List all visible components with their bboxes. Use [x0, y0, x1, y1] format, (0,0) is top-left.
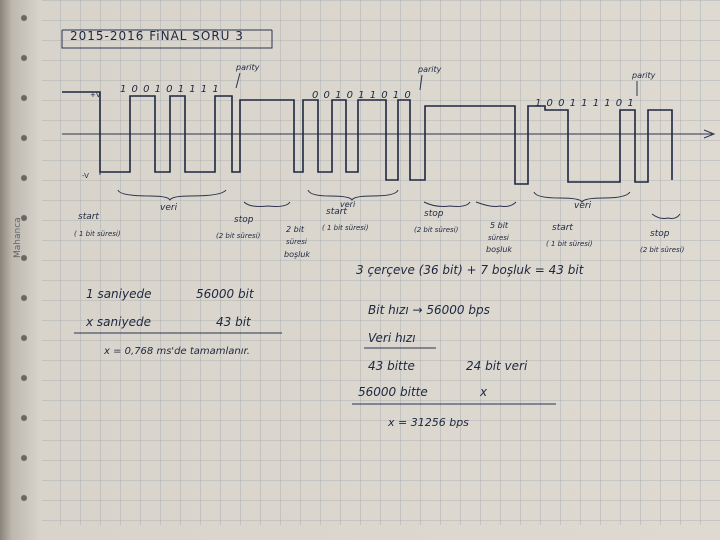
frame2-parity-arrow [419, 74, 423, 91]
stop2-annotation: stop (2 bit süresi) [414, 209, 459, 234]
gap2-line1: 2 bit [286, 225, 305, 234]
start2-annotation: start ( 1 bit süresi) [322, 207, 369, 232]
gap5-line3: boşluk [486, 245, 512, 254]
gap5-line1: 5 bit [490, 221, 509, 230]
spiral-holes [21, 15, 27, 501]
frame3-bits: 1 0 0 1 1 1 1 0 1 [535, 98, 635, 109]
frame1-parity-arrow [235, 72, 241, 89]
stop3-annotation: stop (2 bit süresi) [640, 229, 685, 254]
data-rate-title: Veri hızı [368, 331, 416, 345]
stop3-label: stop [650, 229, 670, 239]
start3-duration: ( 1 bit süresi) [546, 240, 593, 248]
right-row2-right: x [479, 385, 488, 399]
frame-summary: 3 çerçeve (36 bit) + 7 boşluk = 43 bit [356, 263, 585, 277]
right-row2-left: 56000 bitte [358, 385, 428, 399]
stop3-duration: (2 bit süresi) [640, 246, 685, 254]
gap2-annotation: 2 bit süresi boşluk [284, 225, 310, 259]
frame2-parity-label: parity [417, 65, 442, 74]
frame2-veri-label: veri [340, 200, 356, 209]
high-level-label: +V [90, 91, 101, 99]
stop1-duration: (2 bit süresi) [216, 232, 261, 240]
watermark-text: Mahanca [13, 217, 23, 258]
frame2-data-brace [307, 189, 399, 202]
grid-paper [42, 0, 720, 525]
left-row2-right: 43 bit [216, 315, 252, 329]
stop3-brace [651, 213, 681, 219]
page-title: 2015-2016 FiNAL SORU 3 [70, 29, 244, 43]
gap5-brace [475, 201, 517, 207]
gap2-line3: boşluk [284, 250, 310, 259]
frame1-veri-label: veri [160, 203, 178, 213]
gap5-line2: süresi [488, 234, 509, 242]
start1-annotation: start ( 1 bit süresi) [74, 212, 121, 238]
start1-duration: ( 1 bit süresi) [74, 230, 121, 238]
left-row1-right: 56000 bit [196, 287, 255, 301]
left-calculation: 1 saniyede 56000 bit x saniyede 43 bit x… [74, 287, 282, 357]
frame1-parity-label: parity [235, 63, 260, 72]
start2-duration: ( 1 bit süresi) [322, 224, 369, 232]
right-result: x = 31256 bps [387, 416, 469, 429]
stop1-annotation: stop (2 bit süresi) [216, 215, 261, 240]
right-calculation: Bit hızı → 56000 bps Veri hızı 43 bitte … [352, 303, 556, 429]
right-row1-right: 24 bit veri [466, 359, 528, 373]
frame3-data-brace [533, 191, 631, 204]
right-row1-left: 43 bitte [368, 359, 415, 373]
title-box [61, 29, 273, 49]
start3-label: start [552, 223, 573, 233]
gap5-annotation: 5 bit süresi boşluk [486, 221, 512, 254]
frame3-veri-label: veri [574, 201, 592, 211]
stop2-brace [423, 201, 471, 207]
low-level-label: -V [82, 172, 89, 180]
start2-label: start [326, 207, 347, 217]
bit-rate-line: Bit hızı → 56000 bps [368, 303, 490, 317]
gap2-line2: süresi [286, 238, 307, 246]
frame2-bits: 0 0 1 0 1 1 0 1 0 [312, 90, 412, 101]
left-result: x = 0,768 ms'de tamamlanır. [103, 346, 250, 357]
left-row1-left: 1 saniyede [86, 287, 151, 301]
frame1-data-brace [117, 189, 227, 202]
frame3-parity-label: parity [631, 71, 656, 80]
stop2-duration: (2 bit süresi) [414, 226, 459, 234]
stop1-label: stop [234, 215, 254, 225]
left-row2-left: x saniyede [85, 315, 151, 329]
start1-label: start [78, 212, 99, 222]
signal-waveform [62, 91, 673, 185]
stop2-label: stop [424, 209, 444, 219]
stop1-brace [243, 201, 291, 207]
start3-annotation: start ( 1 bit süresi) [546, 223, 593, 248]
frame1-bits: 1 0 0 1 0 1 1 1 1 [120, 84, 220, 95]
